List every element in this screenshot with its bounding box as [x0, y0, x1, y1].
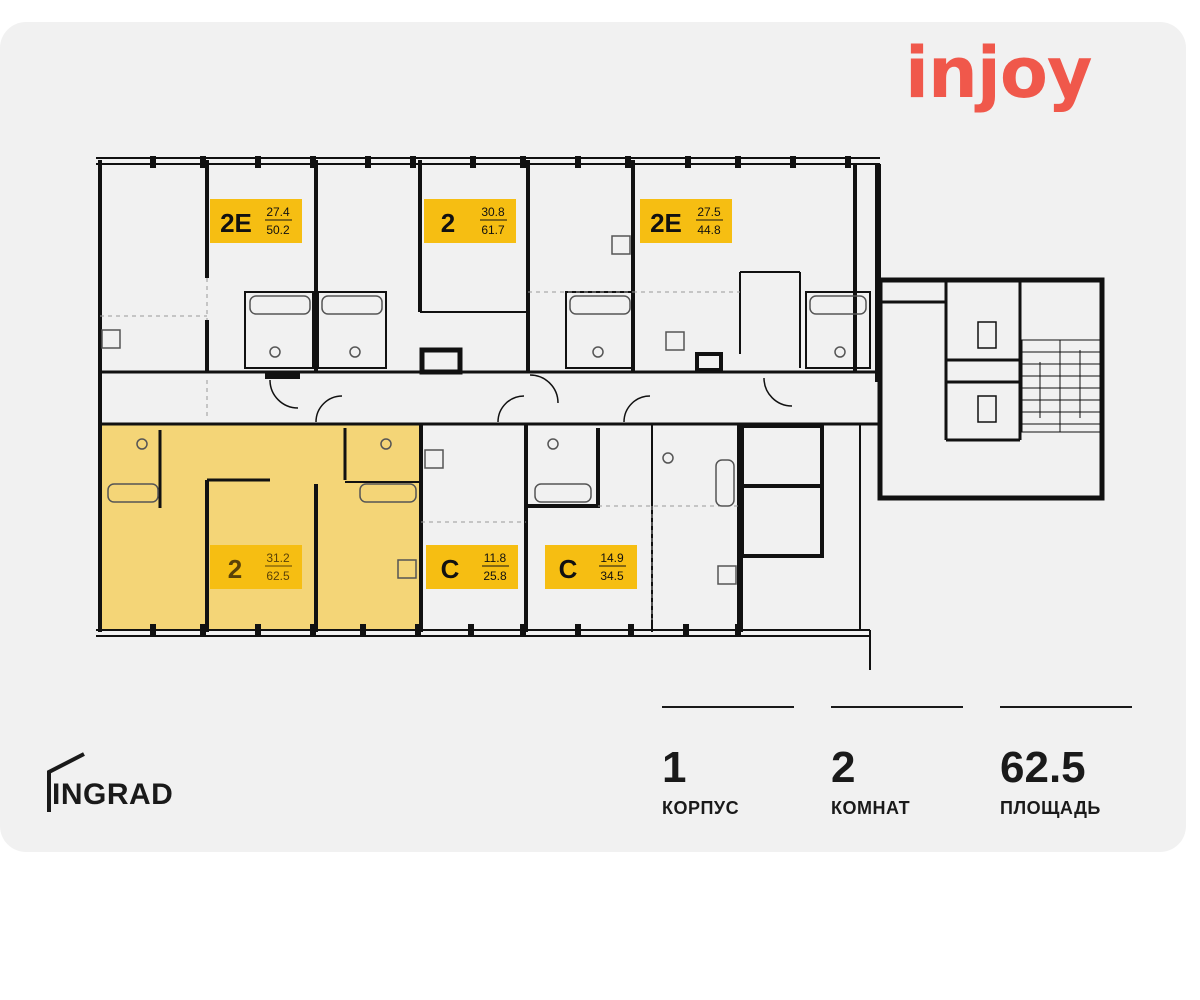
unit-label-selected[interactable]: 2 31.2 62.5: [210, 545, 302, 589]
unit-total-area: 34.5: [600, 569, 624, 583]
stat-value: 1: [662, 743, 687, 792]
unit-label[interactable]: С 14.9 34.5: [545, 545, 637, 589]
developer-logo: INGRAD: [52, 778, 174, 811]
lifts: [977, 321, 997, 423]
unit-total-area: 44.8: [697, 223, 721, 237]
stat-building: 1 КОРПУС: [662, 706, 794, 818]
stat-label: ПЛОЩАДЬ: [1000, 798, 1101, 818]
doors: [269, 374, 793, 423]
unit-living-area: 27.4: [266, 205, 290, 219]
unit-label[interactable]: 2E 27.5 44.8: [640, 199, 732, 243]
stat-area: 62.5 ПЛОЩАДЬ: [1000, 706, 1132, 818]
unit-type: 2: [441, 208, 455, 238]
unit-type: С: [559, 554, 578, 584]
unit-total-area: 25.8: [483, 569, 507, 583]
walls: [96, 157, 1105, 670]
selected-apartment-highlight[interactable]: [98, 424, 421, 629]
stairs: [1021, 339, 1101, 433]
unit-type: С: [441, 554, 460, 584]
unit-type: 2E: [650, 208, 682, 238]
stat-value: 2: [831, 743, 856, 792]
unit-living-area: 27.5: [697, 205, 721, 219]
unit-total-area: 62.5: [266, 569, 290, 583]
unit-total-area: 61.7: [481, 223, 505, 237]
unit-type: 2E: [220, 208, 252, 238]
unit-living-area: 30.8: [481, 205, 505, 219]
unit-type: 2: [228, 554, 242, 584]
stat-rooms: 2 КОМНАТ: [831, 706, 963, 818]
unit-label[interactable]: 2 30.8 61.7: [424, 199, 516, 243]
unit-living-area: 31.2: [266, 551, 290, 565]
floor-plan: 2E 27.4 50.2 2 30.8 61.7 2E 27.5 44.8 2 …: [96, 156, 1105, 670]
stat-label: КОРПУС: [662, 798, 740, 818]
unit-total-area: 50.2: [266, 223, 290, 237]
unit-living-area: 11.8: [484, 551, 507, 565]
window-marks: [150, 156, 851, 636]
unit-living-area: 14.9: [600, 551, 624, 565]
unit-label[interactable]: С 11.8 25.8: [426, 545, 518, 589]
stat-label: КОМНАТ: [831, 798, 911, 818]
zone-lines: [100, 278, 740, 620]
fixtures: [101, 235, 867, 585]
stat-value: 62.5: [1000, 743, 1086, 792]
ingrad-house-icon: [47, 752, 85, 812]
unit-label[interactable]: 2E 27.4 50.2: [210, 199, 302, 243]
brand-logo: injoy: [905, 32, 1093, 114]
